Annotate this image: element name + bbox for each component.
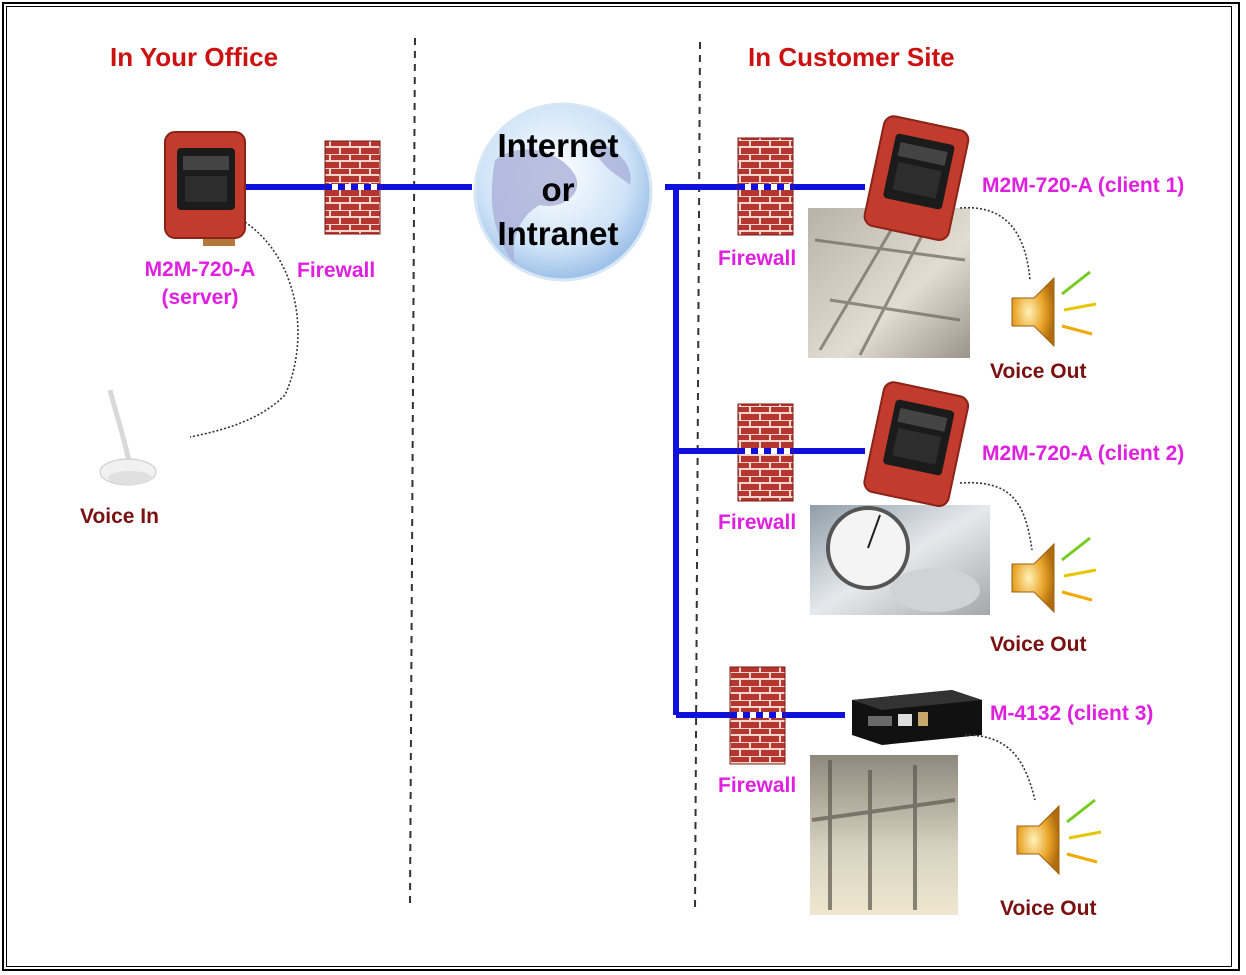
network-line-1: Internet	[497, 127, 619, 164]
speaker-icon	[1011, 536, 1097, 614]
office-section-title: In Your Office	[110, 42, 279, 72]
network-line-3: Intranet	[497, 215, 619, 252]
microphone-icon	[99, 389, 157, 486]
voice-in-label: Voice In	[80, 505, 159, 528]
firewall-label: Firewall	[718, 247, 797, 270]
voice-out-label: Voice Out	[990, 633, 1087, 656]
server-device-icon	[164, 131, 246, 246]
firewall-passthrough	[325, 184, 793, 718]
client2-label: M2M-720-A (client 2)	[982, 442, 1185, 465]
voice-out-label: Voice Out	[990, 360, 1087, 383]
divider-left	[409, 37, 416, 906]
audio-cables	[189, 206, 1036, 801]
client3-label: M-4132 (client 3)	[990, 702, 1154, 725]
firewall-label: Firewall	[718, 774, 797, 797]
client2-device-icon	[863, 381, 970, 507]
globe-icon	[473, 102, 653, 282]
client3-device-icon	[852, 690, 982, 745]
client1-label: M2M-720-A (client 1)	[982, 174, 1185, 197]
network-line-2: or	[541, 171, 575, 208]
speaker-icon	[1011, 270, 1097, 348]
server-name-label: M2M-720-A	[144, 258, 256, 281]
firewall-label: Firewall	[297, 259, 376, 282]
client1-device-icon	[863, 115, 970, 242]
divider-right	[694, 41, 701, 911]
server-role-label: (server)	[161, 286, 239, 309]
speaker-icon	[1016, 798, 1102, 876]
factory-photo-3	[810, 755, 958, 915]
customer-section-title: In Customer Site	[748, 42, 955, 72]
voice-out-label: Voice Out	[1000, 897, 1097, 920]
network-label: Internet or Intranet	[470, 124, 646, 256]
firewall-label: Firewall	[718, 511, 797, 534]
inner-frame	[6, 6, 1232, 967]
